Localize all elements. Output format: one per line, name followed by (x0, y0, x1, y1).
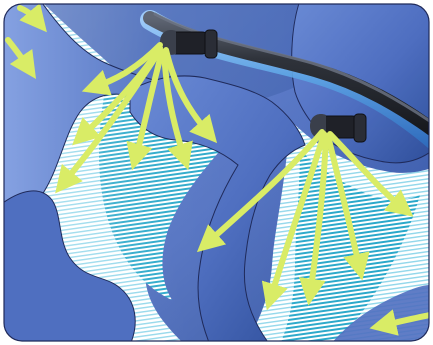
nozzle-left-cap (205, 30, 217, 58)
nozzle-right-cap (354, 114, 366, 142)
